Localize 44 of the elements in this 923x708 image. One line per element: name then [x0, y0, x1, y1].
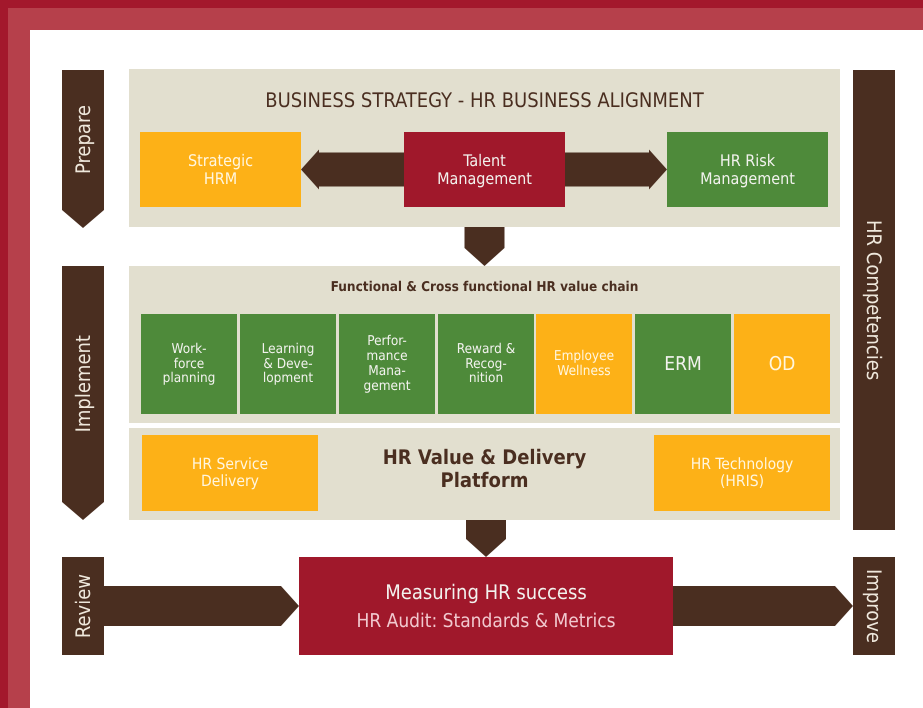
step-label: Review	[71, 574, 95, 638]
arrow	[104, 586, 299, 626]
box-label: ERM	[664, 354, 702, 374]
step-label: HR Competencies	[862, 220, 886, 380]
box-label: OD	[768, 354, 796, 374]
box-subtitle: HR Audit: Standards & Metrics	[356, 610, 616, 632]
box-label: Talent Management	[436, 152, 533, 188]
step-label: Prepare	[71, 105, 95, 174]
category-box	[140, 132, 301, 207]
category-box	[240, 314, 336, 414]
category-box	[667, 132, 828, 207]
box-label: Reward & Recog- nition	[456, 342, 516, 386]
category-box	[536, 314, 632, 414]
category-box	[141, 314, 237, 414]
box-label: Learning & Deve- lopment	[260, 342, 316, 386]
box-label: Perfor- mance Mana- gement	[362, 334, 412, 394]
category-box	[339, 314, 435, 414]
box-label: Employee Wellness	[552, 349, 616, 379]
arrow	[464, 227, 504, 266]
panel-heading: HR Value & Delivery Platform	[382, 446, 588, 492]
box-label: HR Service Delivery	[190, 456, 270, 490]
arrow	[466, 520, 506, 557]
category-box	[734, 314, 830, 414]
box-label: Strategic HRM	[186, 152, 254, 188]
section-panel	[129, 69, 840, 227]
arrow	[565, 150, 667, 190]
panel-heading: BUSINESS STRATEGY - HR BUSINESS ALIGNMENT	[265, 89, 704, 112]
step-label: Implement	[71, 335, 95, 433]
step-label: Improve	[862, 569, 886, 643]
box-label: HR Technology (HRIS)	[690, 456, 794, 490]
panel-heading: Functional & Cross functional HR value chain	[330, 280, 638, 296]
box-label: Work- force planning	[162, 342, 216, 386]
category-box	[635, 314, 731, 414]
arrow	[673, 586, 853, 626]
arrow	[301, 150, 404, 190]
section-panel	[129, 428, 840, 520]
section-panel	[129, 266, 840, 423]
category-box	[299, 557, 673, 655]
box-label: Measuring HR success	[385, 580, 587, 603]
category-box	[438, 314, 534, 414]
box-label: HR Risk Management	[699, 152, 796, 188]
category-box	[404, 132, 565, 207]
category-box	[654, 435, 830, 511]
category-box	[142, 435, 318, 511]
